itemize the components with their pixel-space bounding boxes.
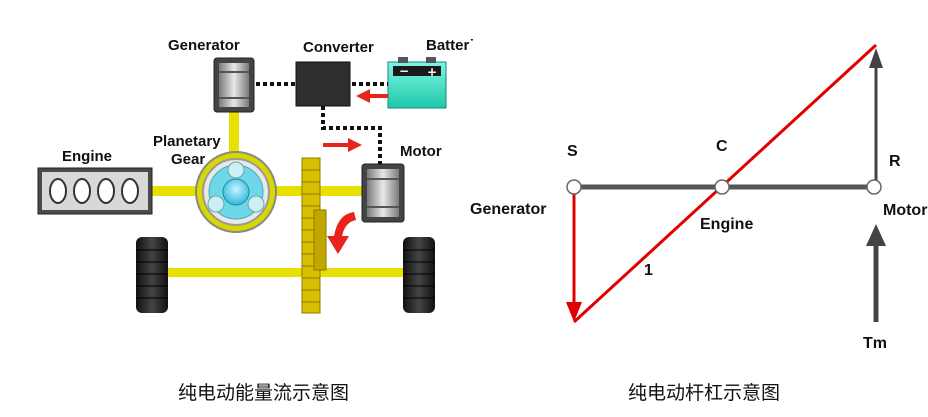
battery-plus-icon: +: [427, 65, 437, 79]
axle-shaft: [160, 268, 410, 277]
tm-arrow-head: [866, 224, 886, 246]
tm-label: Tm: [863, 335, 887, 352]
vertical-shaft-generator: [229, 110, 239, 170]
left-caption: 纯电动能量流示意图: [178, 382, 350, 404]
converter-box: [295, 61, 351, 107]
s-label: S: [567, 143, 578, 160]
flow-arrow-battery: [356, 89, 388, 103]
node-s: [566, 179, 582, 195]
flow-arrow-motor: [323, 138, 362, 152]
energy-flow-diagram: − +: [37, 57, 447, 314]
horizontal-shaft-engine: [152, 186, 212, 196]
node-c: [714, 179, 730, 195]
r-arrow-head: [869, 48, 883, 68]
wheel-left: [136, 237, 168, 313]
converter-label: Converter: [303, 39, 374, 56]
battery-minus-icon: −: [399, 64, 409, 78]
battery-label: Batter˙: [426, 37, 475, 54]
motor-lever-label: Motor: [883, 202, 928, 219]
planetary-gear-label-line1: Planetary: [153, 133, 221, 150]
planetary-gear: [195, 151, 277, 233]
generator-label: Generator: [168, 37, 240, 54]
line-number-label: 1: [644, 262, 653, 279]
counter-gear: [301, 157, 327, 314]
planetary-gear-label-line2: Gear: [171, 151, 206, 168]
motor-unit: [361, 163, 405, 223]
engine-block: [37, 167, 153, 215]
engine-label: Engine: [62, 148, 113, 165]
dotted-wires: [256, 82, 388, 164]
rotation-arrow-icon: [327, 212, 356, 254]
red-arrow-head: [566, 302, 582, 322]
battery-unit: − +: [387, 57, 447, 109]
lever-diagram: [566, 43, 886, 324]
wheel-right: [403, 237, 435, 313]
motor-label: Motor: [400, 143, 442, 160]
generator-lever-label: Generator: [470, 201, 547, 218]
engine-lever-label: Engine: [700, 216, 754, 233]
generator-unit: [213, 57, 255, 113]
node-r: [866, 179, 882, 195]
c-label: C: [716, 138, 728, 155]
r-label: R: [889, 153, 901, 170]
right-caption: 纯电动杆杠示意图: [628, 382, 781, 404]
